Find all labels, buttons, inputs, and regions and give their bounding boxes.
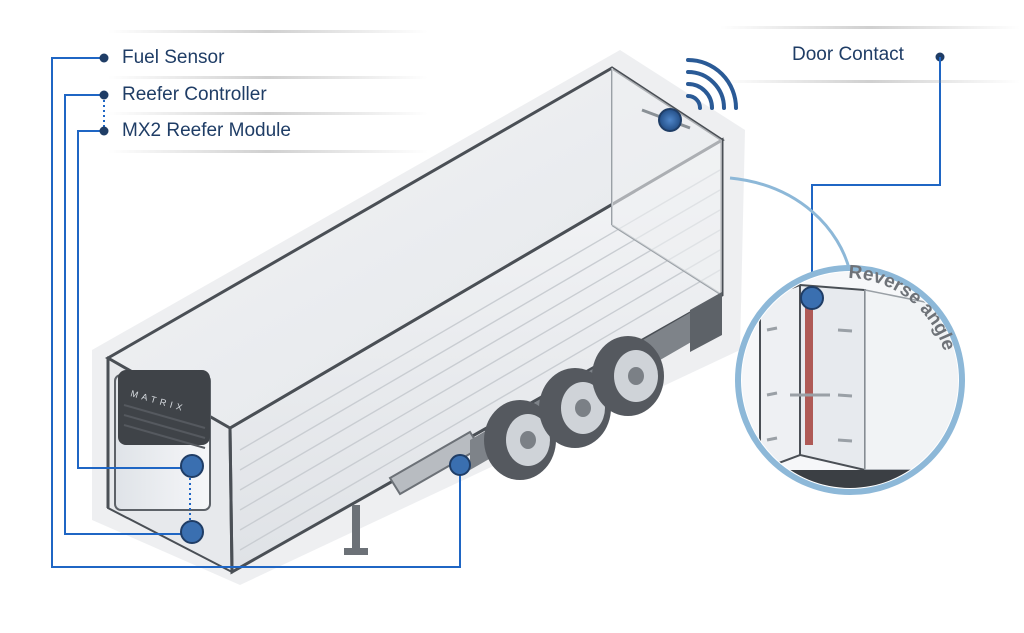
mx2-module-marker	[180, 454, 204, 478]
wheel-2	[539, 368, 611, 448]
wheel-1	[484, 400, 556, 480]
door-contact-callout-line	[811, 57, 941, 298]
fuel-sensor-dot	[99, 53, 109, 63]
fuel-sensor-marker	[449, 454, 471, 476]
mx2-reefer-module-label: MX2 Reefer Module	[122, 120, 291, 141]
reefer-controller-label: Reefer Controller	[122, 84, 267, 105]
door-contact-topline	[720, 26, 1020, 29]
inset-connector	[729, 176, 852, 273]
door-contact-label: Door Contact	[792, 44, 904, 65]
wheel-3	[592, 336, 664, 416]
reefer-controller-marker	[180, 520, 204, 544]
fuel-sensor-underline	[108, 76, 428, 79]
sensor-markers	[180, 108, 682, 544]
reverse-angle-inset: Reverse angle	[735, 262, 965, 495]
reefer-controller-dot	[99, 90, 109, 100]
door-contact-inset-marker	[800, 286, 824, 310]
undercarriage	[344, 292, 722, 555]
mx2-module-underline	[108, 150, 428, 153]
fuel-sensor-topline	[108, 30, 428, 33]
door-contact-marker	[658, 108, 682, 132]
wifi-icon	[686, 58, 738, 110]
door-contact-underline	[720, 80, 1020, 83]
callout-dots	[99, 52, 945, 136]
mx2-module-dot	[99, 126, 109, 136]
fuel-sensor-label: Fuel Sensor	[122, 47, 225, 68]
reefer-unit: MATRIX	[114, 370, 211, 511]
reefer-controller-underline	[108, 112, 428, 115]
